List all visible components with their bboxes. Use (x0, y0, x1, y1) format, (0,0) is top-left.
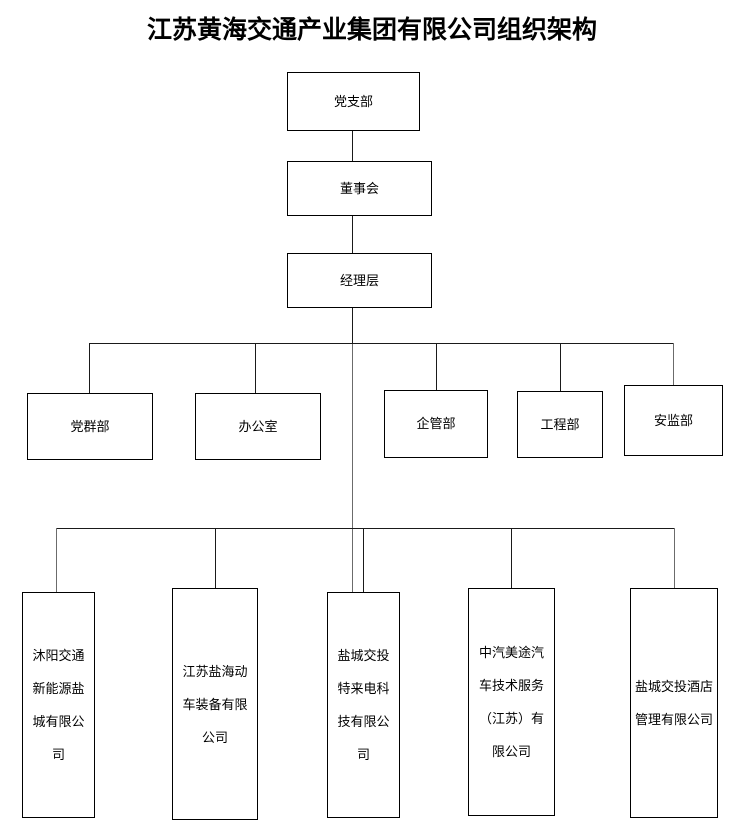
node-subsidiary-2[interactable]: 江苏盐海动车装备有限公司 (172, 588, 258, 820)
node-department-enterprise-mgmt[interactable]: 企管部 (384, 390, 488, 458)
node-department-safety-supervision[interactable]: 安监部 (624, 385, 723, 456)
node-subsidiary-1[interactable]: 沐阳交通新能源盐城有限公司 (22, 592, 95, 818)
edge-to-engineering (560, 343, 561, 391)
node-department-safety-supervision-label: 安监部 (653, 412, 693, 428)
bus-bar-departments (89, 343, 674, 344)
edge-management-trunk-upper (352, 308, 353, 344)
node-subsidiary-3[interactable]: 盐城交投特来电科技有限公司 (327, 592, 400, 818)
node-party-branch[interactable]: 党支部 (287, 72, 420, 131)
node-department-engineering[interactable]: 工程部 (517, 391, 603, 458)
node-party-branch-label: 党支部 (333, 93, 373, 109)
edge-to-subsidiary-2 (215, 528, 216, 588)
node-department-party-mass[interactable]: 党群部 (27, 393, 153, 460)
node-department-party-mass-label: 党群部 (70, 418, 110, 434)
node-board-label: 董事会 (339, 180, 379, 196)
edge-party-branch-to-board (352, 131, 353, 161)
edge-to-subsidiary-1 (56, 528, 57, 592)
node-department-office-label: 办公室 (238, 418, 278, 434)
edge-to-subsidiary-5 (674, 528, 675, 588)
node-subsidiary-2-label: 江苏盐海动车装备有限公司 (182, 663, 248, 745)
edge-to-subsidiary-4 (511, 528, 512, 588)
node-department-office[interactable]: 办公室 (195, 393, 321, 460)
edge-to-office (255, 343, 256, 393)
bus-bar-subsidiaries (56, 528, 674, 529)
node-subsidiary-3-label: 盐城交投特来电科技有限公司 (337, 648, 390, 762)
page-title: 江苏黄海交通产业集团有限公司组织架构 (146, 17, 597, 44)
node-department-engineering-label: 工程部 (540, 416, 580, 432)
edge-management-trunk-lower (352, 344, 353, 592)
node-subsidiary-4[interactable]: 中汽美途汽车技术服务（江苏）有限公司 (468, 588, 555, 816)
edge-board-to-management (352, 216, 353, 253)
edge-to-subsidiary-3 (363, 528, 364, 592)
node-subsidiary-1-label: 沐阳交通新能源盐城有限公司 (32, 648, 85, 762)
edge-to-party-mass (89, 343, 90, 393)
node-board[interactable]: 董事会 (287, 161, 432, 216)
node-management-label: 经理层 (339, 272, 379, 288)
node-subsidiary-5[interactable]: 盐城交投酒店管理有限公司 (630, 588, 718, 818)
node-subsidiary-5-label: 盐城交投酒店管理有限公司 (635, 679, 714, 727)
edge-to-enterprise-mgmt (436, 343, 437, 390)
node-management[interactable]: 经理层 (287, 253, 432, 308)
node-subsidiary-4-label: 中汽美途汽车技术服务（江苏）有限公司 (478, 645, 544, 759)
node-department-enterprise-mgmt-label: 企管部 (416, 416, 456, 431)
edge-to-safety-supervision (673, 343, 674, 385)
